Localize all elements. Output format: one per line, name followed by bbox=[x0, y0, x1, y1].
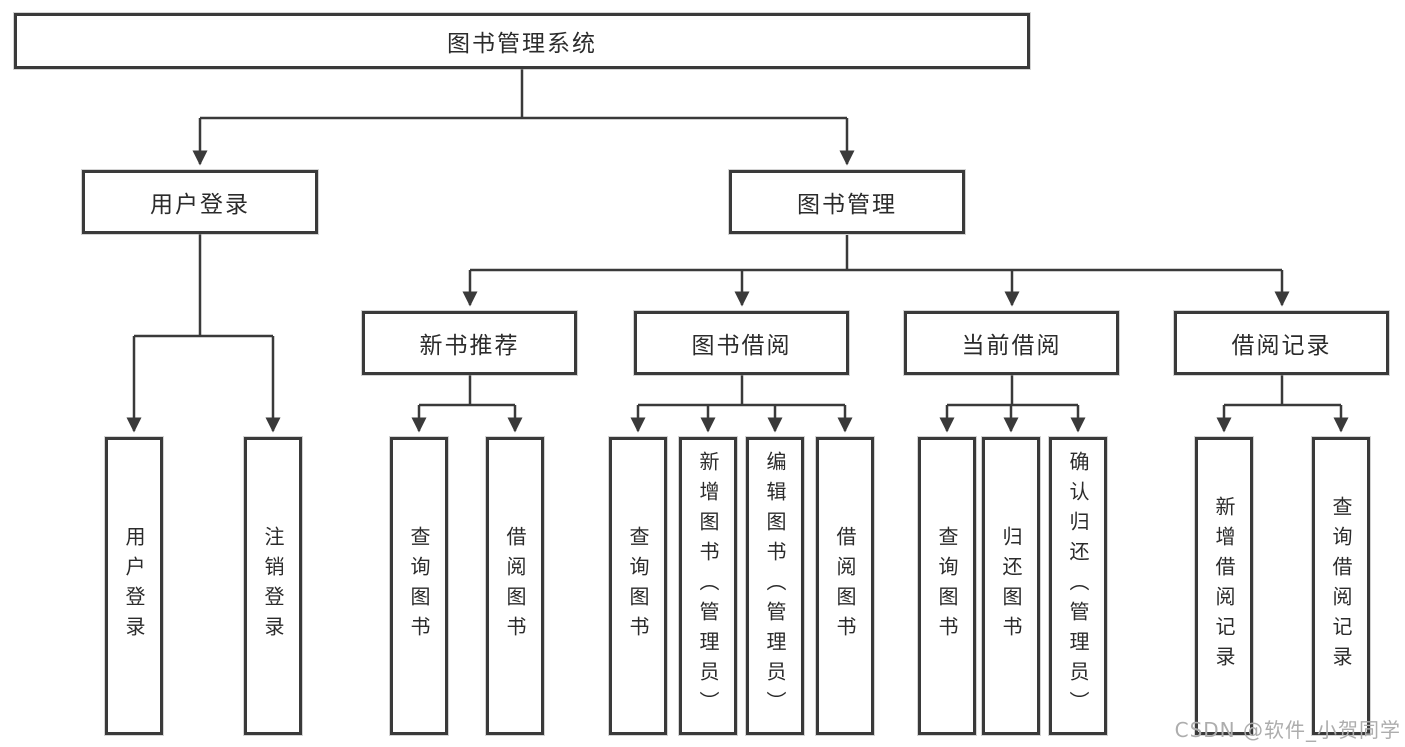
bus-book-borrowing-children bbox=[638, 375, 845, 407]
node-label: 新书推荐 bbox=[419, 333, 520, 359]
leaf-query-books-current: 查询图书 bbox=[918, 437, 976, 735]
node-borrowing-records: 借阅记录 bbox=[1174, 311, 1389, 375]
node-label: 查询借阅记录 bbox=[1329, 496, 1353, 676]
node-label: 新增借阅记录 bbox=[1212, 496, 1236, 676]
node-label: 查询图书 bbox=[626, 526, 650, 646]
node-label: 借阅记录 bbox=[1231, 333, 1332, 359]
node-book-borrowing: 图书借阅 bbox=[634, 311, 849, 375]
bus-user-login-children bbox=[134, 233, 273, 338]
node-label: 确认归还（管理员） bbox=[1066, 451, 1090, 721]
node-label: 编辑图书（管理员） bbox=[763, 451, 787, 721]
node-label: 用户登录 bbox=[122, 526, 146, 646]
bus-current-borrowing-children bbox=[947, 375, 1078, 407]
bus-new-book-recommend-children bbox=[419, 375, 515, 407]
node-label: 注销登录 bbox=[261, 526, 285, 646]
bus-root-to-level2 bbox=[200, 69, 847, 120]
leaf-return-books: 归还图书 bbox=[982, 437, 1040, 735]
node-label: 归还图书 bbox=[999, 526, 1023, 646]
node-book-management: 图书管理 bbox=[729, 170, 965, 234]
leaf-add-borrow-record: 新增借阅记录 bbox=[1195, 437, 1253, 735]
node-new-book-recommend: 新书推荐 bbox=[362, 311, 577, 375]
node-label: 借阅图书 bbox=[833, 526, 857, 646]
node-library-system: 图书管理系统 bbox=[14, 13, 1030, 69]
leaf-query-borrow-record: 查询借阅记录 bbox=[1312, 437, 1370, 735]
node-label: 新增图书（管理员） bbox=[696, 451, 720, 721]
node-current-borrowing: 当前借阅 bbox=[904, 311, 1119, 375]
bus-borrowing-records-children bbox=[1224, 375, 1341, 407]
node-label: 图书管理 bbox=[797, 192, 897, 218]
leaf-query-books-borrowing: 查询图书 bbox=[609, 437, 667, 735]
leaf-query-books-recommend: 查询图书 bbox=[390, 437, 448, 735]
node-label: 查询图书 bbox=[407, 526, 431, 646]
leaf-user-login: 用户登录 bbox=[105, 437, 163, 735]
leaf-logout: 注销登录 bbox=[244, 437, 302, 735]
node-label: 查询图书 bbox=[935, 526, 959, 646]
leaf-edit-books-admin: 编辑图书（管理员） bbox=[746, 437, 804, 735]
bus-book-management-children bbox=[470, 235, 1282, 272]
leaf-borrow-books-borrowing: 借阅图书 bbox=[816, 437, 874, 735]
node-user-login: 用户登录 bbox=[82, 170, 318, 234]
leaf-confirm-return-admin: 确认归还（管理员） bbox=[1049, 437, 1107, 735]
node-label: 借阅图书 bbox=[503, 526, 527, 646]
node-label: 图书借阅 bbox=[691, 333, 792, 359]
node-label: 图书管理系统 bbox=[447, 31, 597, 57]
leaf-add-books-admin: 新增图书（管理员） bbox=[679, 437, 737, 735]
csdn-watermark: CSDN @软件_小贺同学 bbox=[1174, 718, 1401, 742]
node-label: 当前借阅 bbox=[961, 333, 1062, 359]
leaf-borrow-books-recommend: 借阅图书 bbox=[486, 437, 544, 735]
node-label: 用户登录 bbox=[150, 192, 250, 218]
